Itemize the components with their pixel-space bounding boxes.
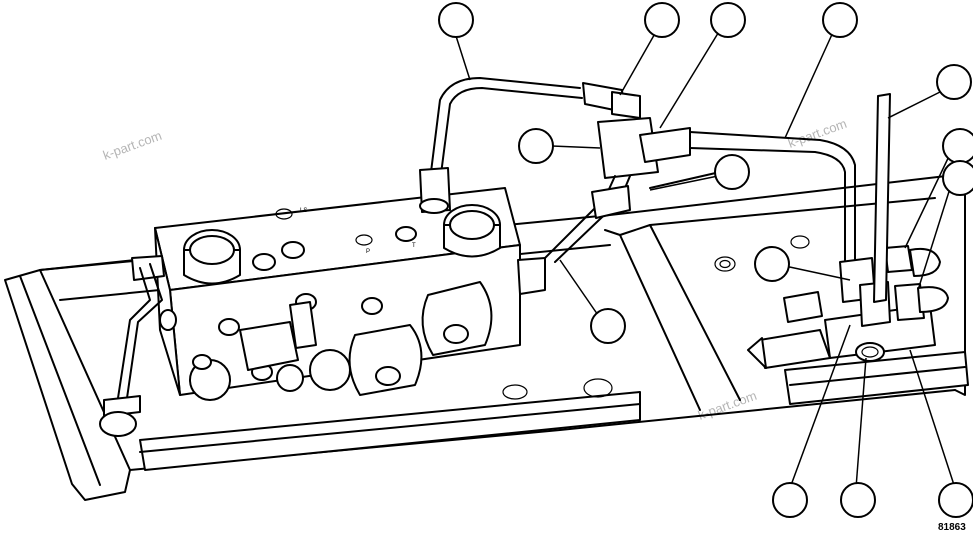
callout-2 [644,2,680,38]
bulkhead-assembly [747,93,949,369]
cartridge-right [443,204,501,258]
front-plugs [159,293,383,401]
watermark-1: k-part.com [101,128,164,163]
callout-14 [938,482,973,518]
hydraulic-tubes [99,77,856,437]
callout-5 [936,64,972,100]
solenoid-coil-1 [348,324,423,396]
directional-valve [239,301,317,371]
callout-6 [518,128,554,164]
callout-4 [822,2,858,38]
figure-number: 81863 [938,522,966,533]
callouts [438,2,973,518]
callout-12 [772,482,808,518]
watermark-3: k-part.com [696,388,759,423]
port-stamp-t: T [412,243,416,249]
callout-7 [942,128,973,164]
callout-1 [438,2,474,38]
port-stamp-ls: LS [300,208,307,214]
callout-3 [710,2,746,38]
callout-13 [840,482,876,518]
solenoid-coil-2 [421,281,493,356]
callout-9 [942,160,973,196]
callout-8 [714,154,750,190]
callout-11 [590,308,626,344]
port-stamp-p: P [366,249,370,255]
callout-10 [754,246,790,282]
cartridge-left [183,229,241,285]
leader-lines [455,29,956,489]
valve-block: LS P T [131,187,546,401]
